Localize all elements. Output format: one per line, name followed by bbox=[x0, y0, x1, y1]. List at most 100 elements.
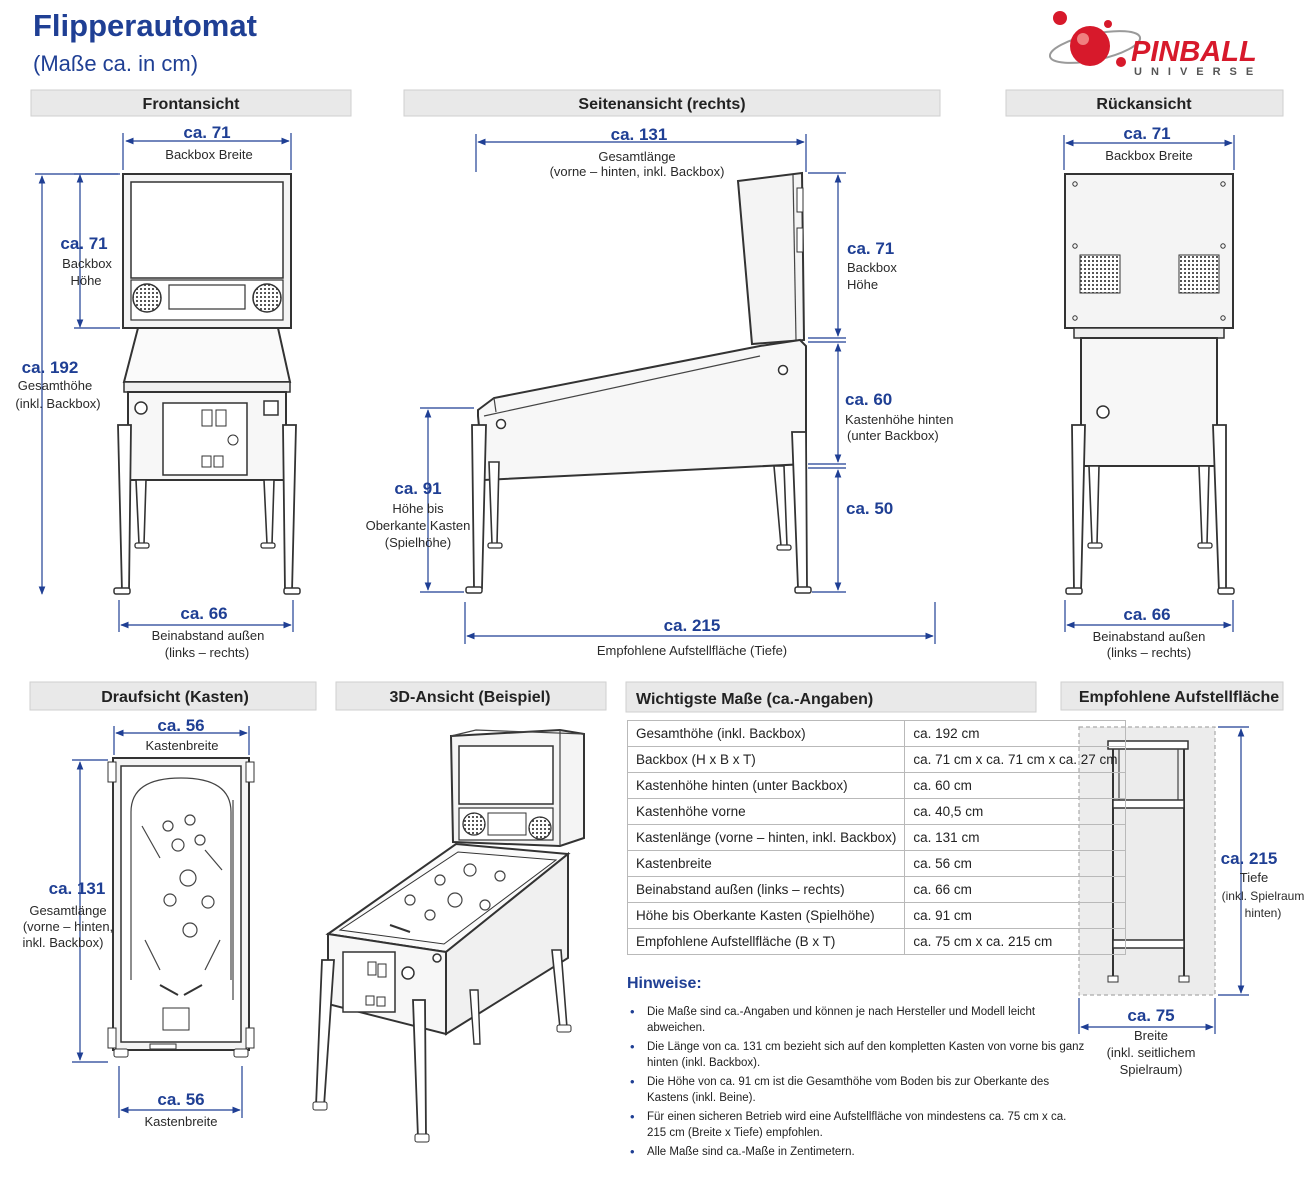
list-item: Alle Maße sind ca.-Maße in Zentimetern. bbox=[627, 1144, 1087, 1160]
front-view-drawing bbox=[113, 173, 301, 595]
side-leg-height-value: ca. 50 bbox=[846, 499, 893, 518]
top-view-drawing bbox=[107, 757, 255, 1058]
section-header-top bbox=[29, 681, 317, 711]
section-title-side: Seitenansicht (rechts) bbox=[578, 96, 745, 113]
side-floor-depth-label: Empfohlene Aufstellfläche (Tiefe) bbox=[597, 643, 787, 658]
area-width-label1: Breite bbox=[1134, 1028, 1168, 1043]
logo-wordmark: PINBALL bbox=[1131, 36, 1257, 68]
table-cell-value: ca. 66 cm bbox=[904, 876, 1127, 903]
table-row: Empfohlene Aufstellfläche (B x T)ca. 75 … bbox=[626, 928, 1127, 955]
back-dimension-lines bbox=[1063, 135, 1235, 632]
side-play-height-label2: Oberkante Kasten bbox=[366, 518, 471, 533]
back-backbox-width-value: ca. 71 bbox=[1123, 124, 1170, 143]
top-width-top-value: ca. 56 bbox=[157, 716, 204, 735]
table-cell-value: ca. 75 cm x ca. 215 cm bbox=[904, 928, 1127, 955]
top-length-label1: Gesamtlänge bbox=[29, 903, 106, 918]
side-backbox-height-label1: Backbox bbox=[847, 260, 897, 275]
front-backbox-height-label2: Höhe bbox=[70, 273, 101, 288]
front-backbox-width-label: Backbox Breite bbox=[165, 147, 252, 162]
table-cell-value: ca. 71 cm x ca. 71 cm x ca. 27 cm bbox=[904, 746, 1127, 773]
table-cell-label: Kastenhöhe vorne bbox=[626, 798, 906, 825]
side-length-label2: (vorne – hinten, inkl. Backbox) bbox=[550, 164, 725, 179]
table-cell-label: Kastenbreite bbox=[626, 850, 906, 877]
list-item: Die Maße sind ca.-Angaben und können je … bbox=[627, 1004, 1087, 1036]
table-cell-value: ca. 91 cm bbox=[904, 902, 1127, 929]
table-cell-label: Backbox (H x B x T) bbox=[626, 746, 906, 773]
table-cell-label: Kastenhöhe hinten (unter Backbox) bbox=[626, 772, 906, 799]
area-width-label2: (inkl. seitlichem bbox=[1107, 1045, 1196, 1060]
back-leg-spacing-label1: Beinabstand außen bbox=[1093, 629, 1206, 644]
side-backbox-height-label2: Höhe bbox=[847, 277, 878, 292]
front-total-height-label2: (inkl. Backbox) bbox=[15, 396, 100, 411]
side-floor-depth-value: ca. 215 bbox=[664, 616, 721, 635]
table-row: Höhe bis Oberkante Kasten (Spielhöhe)ca.… bbox=[626, 902, 1127, 929]
section-header-iso bbox=[335, 681, 607, 711]
front-total-height-label1: Gesamthöhe bbox=[18, 378, 92, 393]
front-backbox-width-value: ca. 71 bbox=[183, 123, 230, 142]
logo-subline: UNIVERSE bbox=[1134, 66, 1262, 78]
section-header-front bbox=[30, 89, 352, 117]
front-leg-spacing-label2: (links – rechts) bbox=[165, 645, 250, 660]
side-length-value: ca. 131 bbox=[611, 125, 668, 144]
top-width-bottom-value: ca. 56 bbox=[157, 1090, 204, 1109]
section-title-table: Wichtigste Maße (ca.-Angaben) bbox=[636, 691, 873, 708]
side-play-height-label1: Höhe bis bbox=[392, 501, 444, 516]
front-backbox-height-label1: Backbox bbox=[62, 256, 112, 271]
notes-title: Hinweise: bbox=[627, 975, 702, 992]
section-header-table bbox=[625, 681, 1037, 713]
table-cell-value: ca. 192 cm bbox=[904, 720, 1127, 747]
front-leg-spacing-label1: Beinabstand außen bbox=[152, 628, 265, 643]
area-width-value: ca. 75 bbox=[1127, 1006, 1174, 1025]
table-cell-value: ca. 60 cm bbox=[904, 772, 1127, 799]
top-length-label2: (vorne – hinten, bbox=[23, 919, 113, 934]
list-item: Die Höhe von ca. 91 cm ist die Gesamthöh… bbox=[627, 1074, 1087, 1106]
table-cell-value: ca. 40,5 cm bbox=[904, 798, 1127, 825]
table-cell-label: Kastenlänge (vorne – hinten, inkl. Backb… bbox=[626, 824, 906, 851]
back-leg-spacing-label2: (links – rechts) bbox=[1107, 645, 1192, 660]
top-width-top-label: Kastenbreite bbox=[146, 738, 219, 753]
front-backbox-height-value: ca. 71 bbox=[60, 234, 107, 253]
list-item: Für einen sicheren Betrieb wird eine Auf… bbox=[627, 1109, 1087, 1141]
back-backbox-width-label: Backbox Breite bbox=[1105, 148, 1192, 163]
planet-icon bbox=[1048, 11, 1142, 67]
table-cell-label: Höhe bis Oberkante Kasten (Spielhöhe) bbox=[626, 902, 906, 929]
area-depth-value: ca. 215 bbox=[1221, 849, 1278, 868]
notes-list: Die Maße sind ca.-Angaben und können je … bbox=[627, 1004, 1087, 1163]
list-item: Die Länge von ca. 131 cm bezieht sich au… bbox=[627, 1039, 1087, 1071]
side-rear-height-label2: (unter Backbox) bbox=[847, 428, 939, 443]
front-leg-spacing-value: ca. 66 bbox=[180, 604, 227, 623]
table-row: Beinabstand außen (links – rechts)ca. 66… bbox=[626, 876, 1127, 903]
table-row: Gesamthöhe (inkl. Backbox)ca. 192 cm bbox=[626, 720, 1127, 747]
table-cell-label: Empfohlene Aufstellfläche (B x T) bbox=[626, 928, 906, 955]
area-depth-label2: (inkl. Spielraum bbox=[1222, 889, 1305, 903]
side-backbox-height-value: ca. 71 bbox=[847, 239, 894, 258]
top-length-value: ca. 131 bbox=[49, 879, 106, 898]
section-title-top: Draufsicht (Kasten) bbox=[101, 689, 249, 706]
area-depth-label1: Tiefe bbox=[1240, 870, 1268, 885]
section-title-back: Rückansicht bbox=[1096, 96, 1192, 113]
table-row: Kastenlänge (vorne – hinten, inkl. Backb… bbox=[626, 824, 1127, 851]
section-title-iso: 3D-Ansicht (Beispiel) bbox=[390, 689, 551, 706]
side-dimension-lines bbox=[420, 134, 936, 644]
table-cell-label: Gesamthöhe (inkl. Backbox) bbox=[626, 720, 906, 747]
side-length-label1: Gesamtlänge bbox=[598, 149, 675, 164]
table-row: Kastenhöhe hinten (unter Backbox)ca. 60 … bbox=[626, 772, 1127, 799]
table-cell-label: Beinabstand außen (links – rechts) bbox=[626, 876, 906, 903]
table-cell-value: ca. 56 cm bbox=[904, 850, 1127, 877]
section-header-back bbox=[1005, 89, 1284, 117]
section-header-area bbox=[1060, 681, 1284, 711]
back-leg-spacing-value: ca. 66 bbox=[1123, 605, 1170, 624]
section-header-side bbox=[403, 89, 941, 117]
page-subtitle: (Maße ca. in cm) bbox=[33, 51, 198, 76]
area-width-label3: Spielraum) bbox=[1120, 1062, 1183, 1077]
side-rear-height-label1: Kastenhöhe hinten bbox=[845, 412, 953, 427]
page-title: Flipperautomat bbox=[33, 8, 257, 43]
section-title-area: Empfohlene Aufstellfläche bbox=[1079, 689, 1279, 706]
side-play-height-value: ca. 91 bbox=[394, 479, 441, 498]
table-row: Backbox (H x B x T)ca. 71 cm x ca. 71 cm… bbox=[626, 746, 1127, 773]
front-dimension-lines bbox=[35, 133, 294, 632]
